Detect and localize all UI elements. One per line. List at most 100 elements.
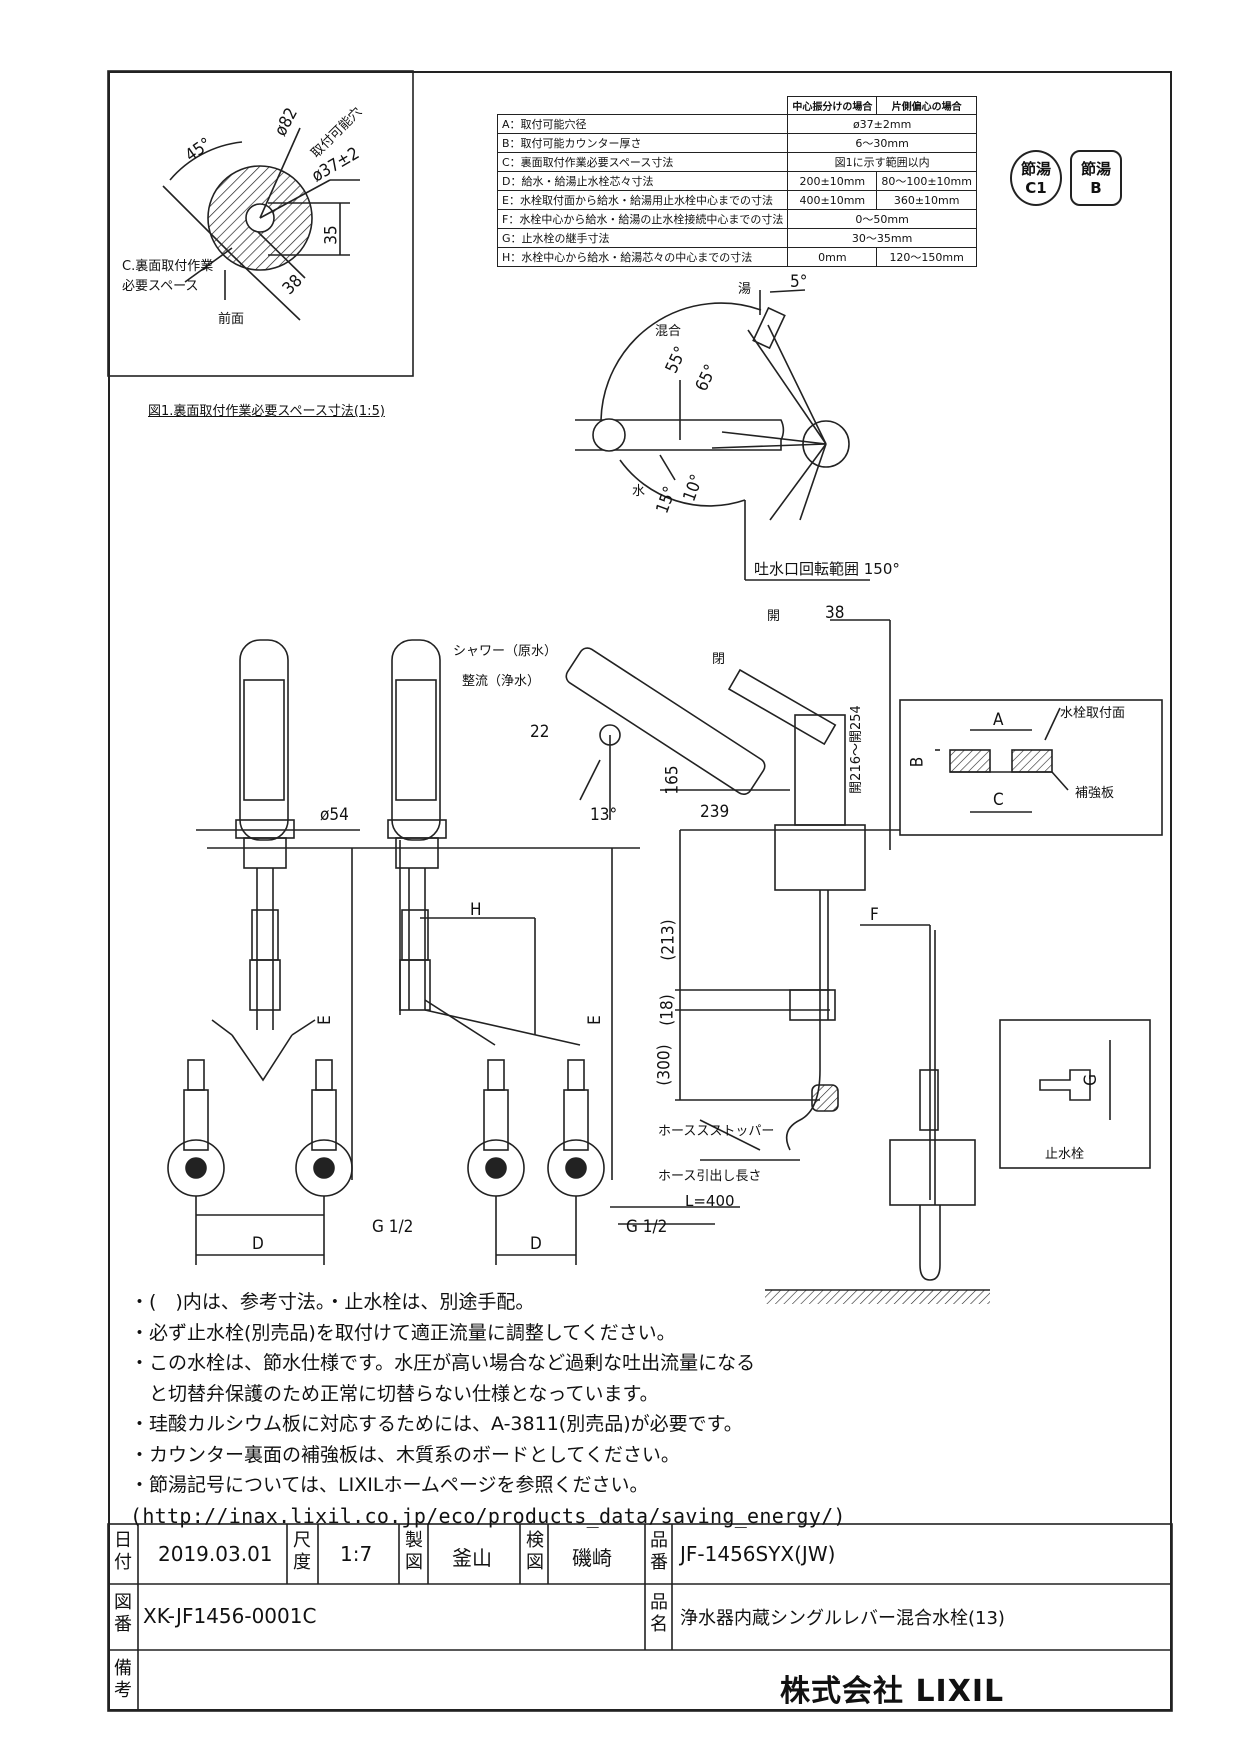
checked-value: 磯崎 [572, 1546, 612, 1570]
spec-row: C：裏面取付作業必要スペース寸法図1に示す範囲以内 [496, 152, 977, 172]
note-line: ・必ず止水栓(別売品)を取付けて適正流量に調整してください。 [130, 1321, 676, 1344]
detail-A: A [993, 710, 1004, 730]
spec-label: H：水栓中心から給水・給湯芯々の中心までの寸法 [496, 247, 789, 267]
g-half-1: G 1/2 [372, 1217, 414, 1237]
badge-b-bottom: B [1090, 179, 1102, 197]
counter-detail [899, 699, 1163, 836]
scale-value: 1:7 [340, 1542, 373, 1566]
stop-valve-detail [999, 1019, 1151, 1169]
company-name: 株式会社 LIXIL [780, 1674, 1005, 1709]
spec-value-offset: 80～100±10mm [876, 171, 977, 191]
drawing-no-label: 図番 [114, 1592, 132, 1635]
spout-range-label: 吐水口回転範囲 150° [754, 560, 900, 578]
angle13: 13° [590, 805, 618, 825]
badge-b-top: 節湯 [1080, 160, 1111, 178]
dim239: 239 [700, 802, 730, 822]
detail-C: C [993, 790, 1004, 810]
faucet-base [774, 824, 866, 891]
mount-surface-label: 水栓取付面 [1060, 706, 1126, 721]
spec-value-center: 0mm [787, 247, 878, 267]
note-line: ・カウンター裏面の補強板は、木質系のボードとしてください。 [130, 1443, 680, 1466]
spec-col-center: 中心振分けの場合 [787, 96, 878, 115]
drawing-frame [108, 71, 1172, 1711]
spec-value-offset: 360±10mm [876, 190, 977, 210]
spec-label: G：止水栓の継手寸法 [496, 228, 789, 248]
reinforce-label: 補強板 [1075, 786, 1115, 801]
note-line: ・この水栓は、節水仕様です。水圧が高い場合など過剰な吐出流量になる [130, 1352, 756, 1374]
note-line: ・節湯記号については、LIXILホームページを参照ください。 [130, 1474, 649, 1496]
D-label-2: D [530, 1234, 542, 1254]
spec-value-offset: 120～150mm [876, 247, 977, 267]
note-line: と切替弁保護のため正常に切替らない仕様となっています。 [130, 1382, 659, 1405]
dim213: (213) [658, 919, 679, 961]
spec-table-blank [498, 97, 788, 115]
spec-value-center: 200±10mm [787, 171, 878, 191]
note-line: ・( )内は、参考寸法。・止水栓は、別途手配。 [130, 1291, 535, 1313]
dim35-label: 35 [321, 225, 342, 245]
stop-valve-label: 止水栓 [1045, 1147, 1085, 1162]
faucet-front-2 [391, 639, 441, 841]
phi54: ø54 [320, 805, 349, 825]
spec-label: F：水栓中心から給水・給湯の止水栓接続中心までの寸法 [496, 209, 789, 229]
dim165: 165 [662, 765, 683, 795]
badge-c1-bottom: C1 [1025, 179, 1047, 197]
height-range: 開216～開254 [848, 705, 864, 794]
note-line: ・珪酸カルシウム板に対応するためには、A-3811(別売品)が必要です。 [130, 1413, 743, 1435]
product-label: 品名 [650, 1592, 668, 1635]
spec-label: D：給水・給湯止水栓芯々寸法 [496, 171, 789, 191]
F-label: F [870, 905, 879, 925]
detail-B: B [907, 756, 928, 768]
badge-c1-top: 節湯 [1020, 160, 1051, 178]
hose-stopper-label: ホーススストッパー [658, 1124, 775, 1139]
notes: ・( )内は、参考寸法。・止水栓は、別途手配。 ・必ず止水栓(別売品)を取付けて… [130, 1287, 846, 1531]
mix-label: 混合 [655, 324, 682, 339]
spec-value-center: 400±10mm [787, 190, 878, 210]
c-label-1: C.裏面取付作業 [122, 259, 214, 274]
spec-label: A：取付可能穴径 [496, 114, 789, 134]
straight-label: 整流（浄水） [462, 674, 541, 689]
hose-length-label: ホース引出し長さ [658, 1169, 762, 1184]
spec-value: 0～50mm [787, 209, 977, 229]
shower-label: シャワー（原水） [453, 644, 558, 659]
E-label-2: E [584, 1015, 605, 1025]
spec-label: B：取付可能カウンター厚さ [496, 133, 789, 153]
E-label-1: E [314, 1015, 335, 1025]
note-url: (http://inax.lixil.co.jp/eco/products_da… [130, 1503, 846, 1528]
part-no-value: JF-1456SYX(JW) [680, 1542, 836, 1566]
spec-col-offset: 片側偏心の場合 [876, 96, 977, 115]
setsuyu-c1-badge: 節湯 C1 [1010, 150, 1062, 206]
part-no-label: 品番 [650, 1530, 668, 1573]
hot-label: 湯 [738, 282, 752, 297]
date-label: 日付 [114, 1530, 132, 1573]
product-value: 浄水器内蔵シングルレバー混合水栓(13) [680, 1608, 1005, 1629]
spec-value: 30～35mm [787, 228, 977, 248]
drawing-no-value: XK-JF1456-0001C [143, 1604, 317, 1628]
figure1-box [107, 70, 414, 377]
drawn-value: 釜山 [452, 1546, 492, 1570]
g-half-2: G 1/2 [626, 1217, 668, 1237]
D-label-1: D [252, 1234, 264, 1254]
dim38-side: 38 [825, 603, 845, 623]
dim22: 22 [530, 722, 550, 742]
pull-out-spout [565, 647, 766, 796]
open-label-2: 閉 [712, 652, 726, 667]
faucet-front-1 [239, 639, 289, 841]
spec-value: ø37±2mm [787, 114, 977, 134]
spec-label: E：水栓取付面から給水・給湯用止水栓中心までの寸法 [496, 190, 789, 210]
open-label-1: 開 [767, 609, 781, 624]
scale-label: 尺度 [293, 1530, 311, 1573]
dim18: (18) [657, 994, 678, 1026]
water-label: 水 [632, 484, 646, 499]
c-label-2: 必要スペース [122, 279, 199, 294]
front-label: 前面 [218, 312, 245, 327]
rotation-arc [600, 302, 762, 421]
hot-angle: 5° [790, 272, 808, 292]
